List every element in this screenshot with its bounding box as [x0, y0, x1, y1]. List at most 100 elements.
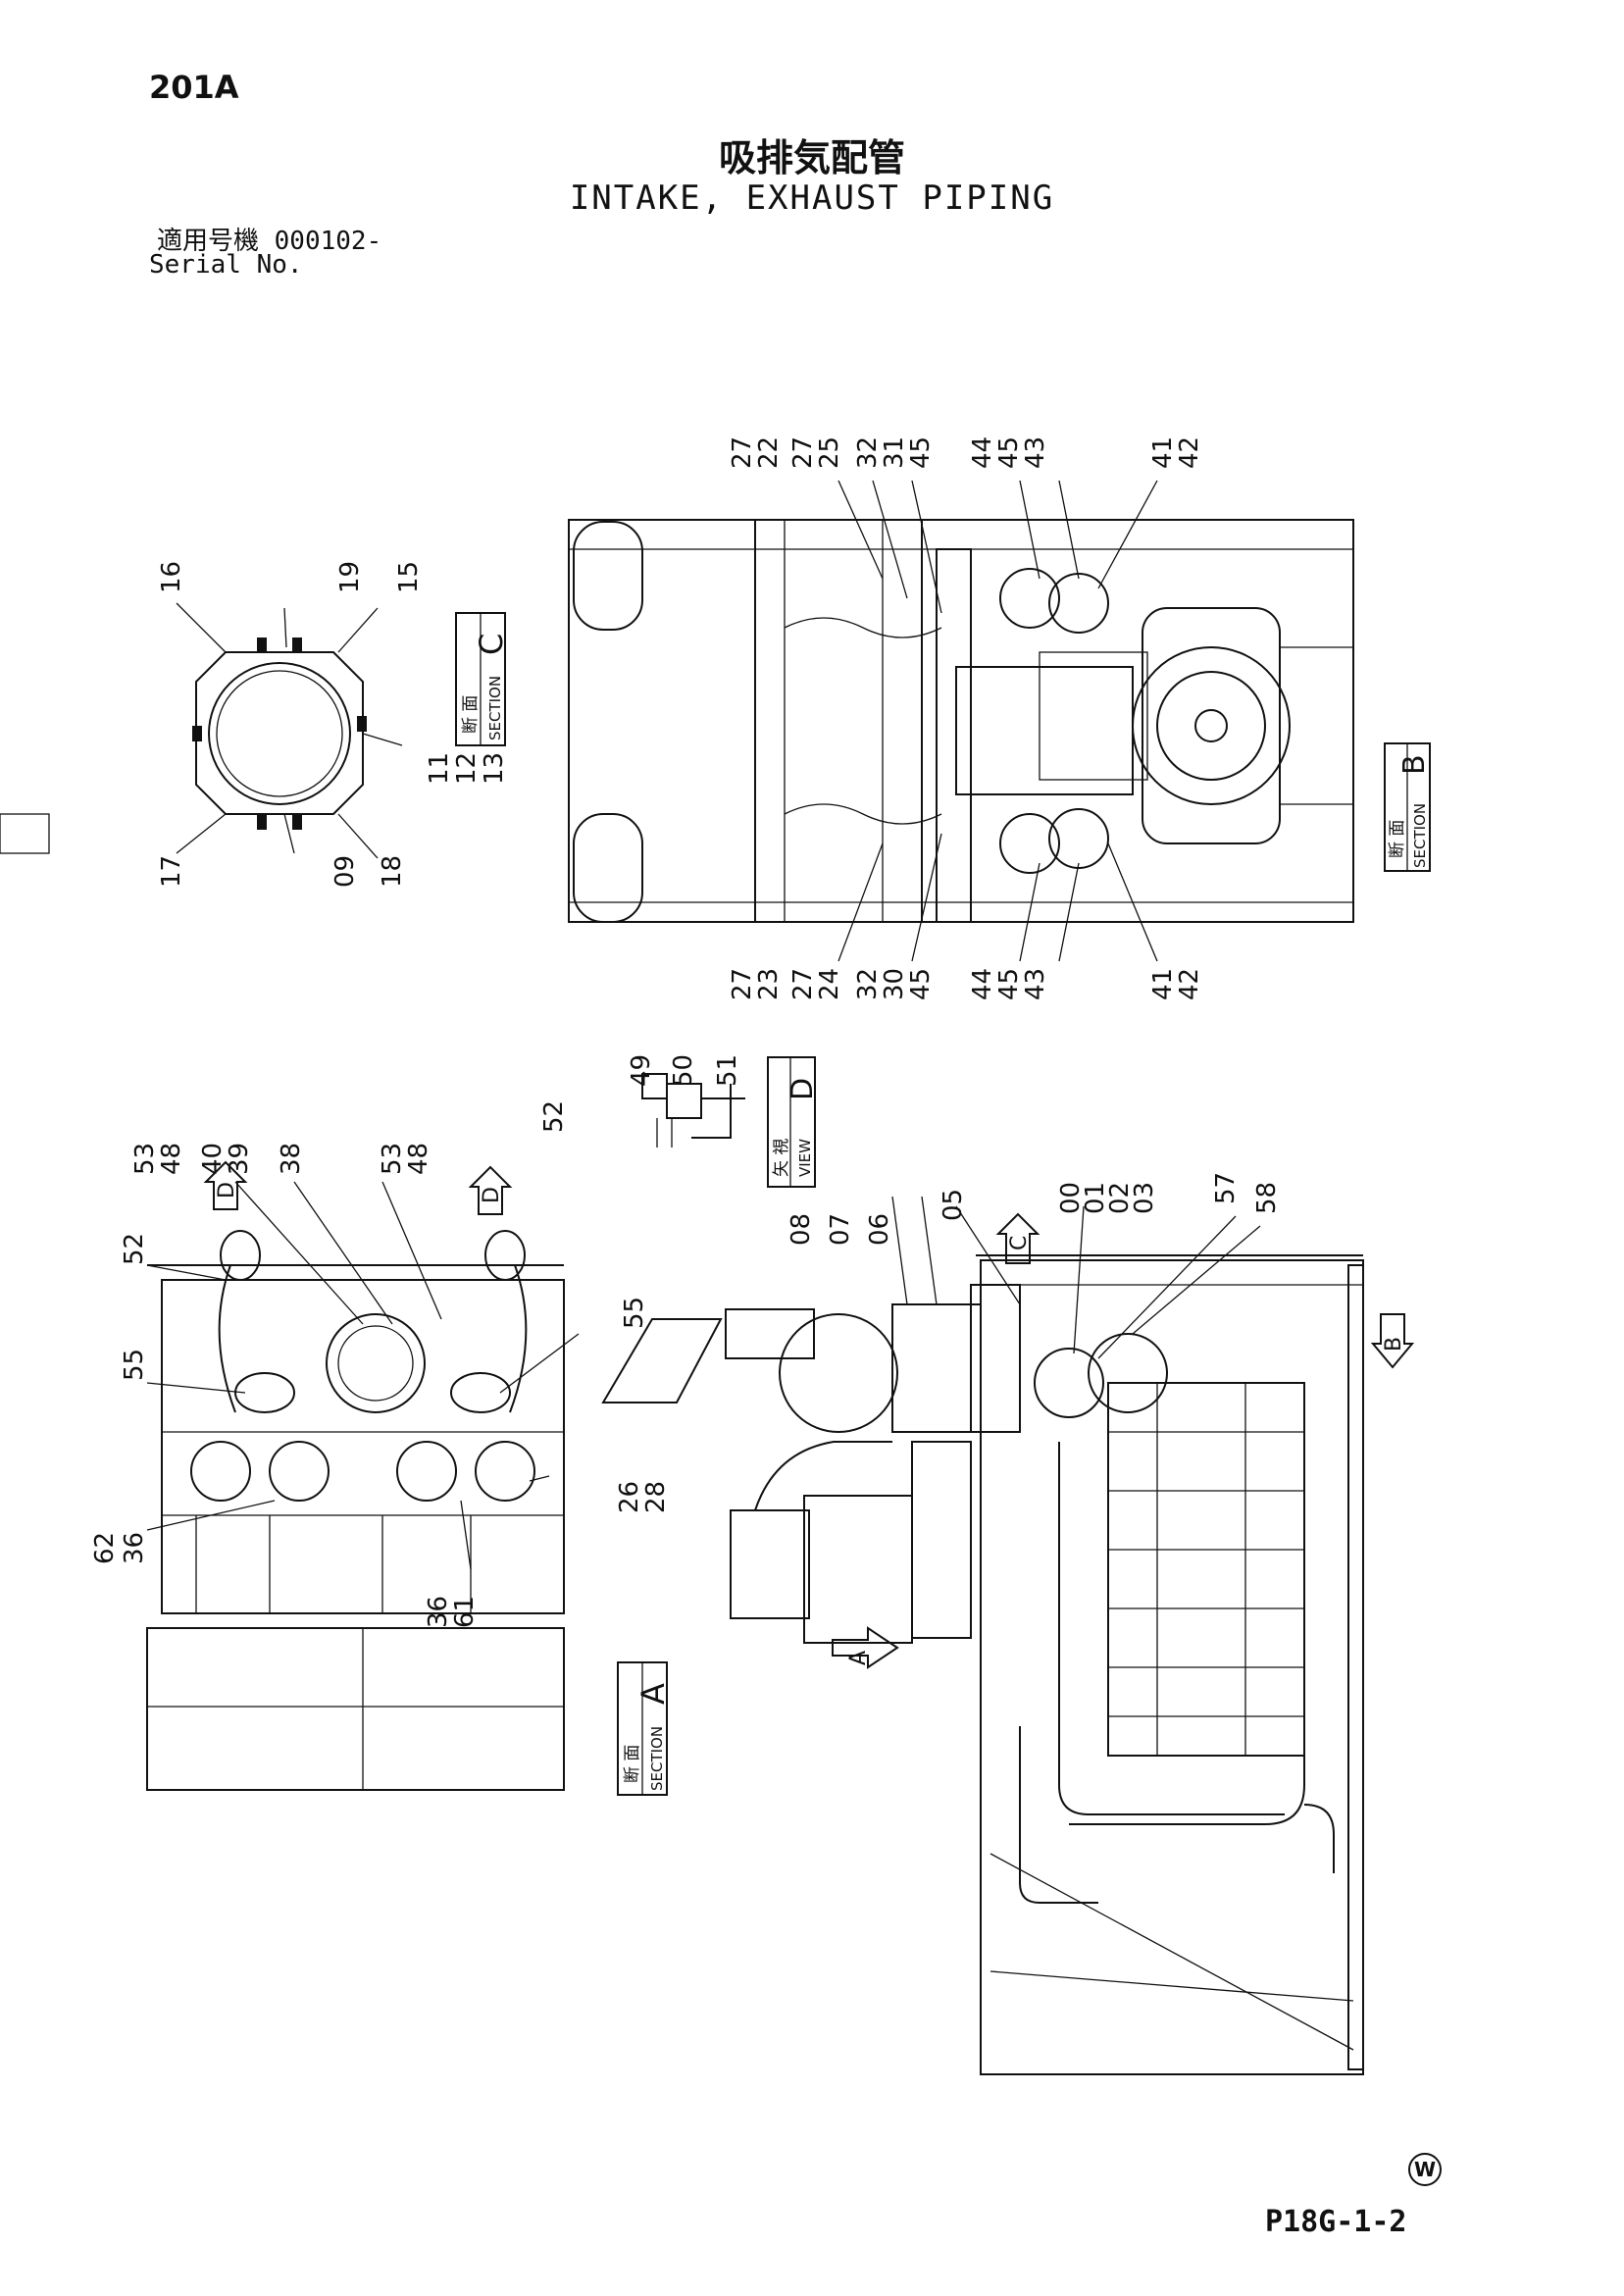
section-b-letter: B — [1397, 754, 1432, 775]
view-d-label: 矢 視 VIEW D — [767, 1056, 820, 1188]
callout: 43 — [1021, 968, 1050, 1000]
arrow-d2: D — [468, 1165, 513, 1215]
callout: 52 — [539, 1100, 569, 1133]
section-c-drawing — [176, 602, 403, 859]
callout: 27 — [788, 968, 818, 1000]
arrow-a-letter: A — [846, 1651, 871, 1665]
arrow-d2-letter: D — [480, 1187, 504, 1203]
arrow-d1-letter: D — [215, 1182, 239, 1199]
arrow-d1: D — [203, 1160, 248, 1210]
callout: 42 — [1175, 968, 1204, 1000]
callout: 39 — [225, 1143, 254, 1175]
view-d-jp: 矢 視 — [772, 1139, 791, 1177]
arrow-a: A — [832, 1626, 899, 1669]
callout: 61 — [450, 1596, 480, 1628]
callout: 27 — [788, 436, 818, 469]
section-b-jp: 断 面 — [1388, 820, 1407, 858]
callout: 44 — [968, 968, 997, 1000]
arrow-c-letter: C — [1007, 1236, 1032, 1250]
callout: 31 — [880, 436, 909, 469]
section-a-letter: A — [634, 1683, 672, 1705]
callouts-top-upper: 27 22 27 25 32 31 45 44 45 43 41 42 — [728, 436, 1204, 469]
callout: 41 — [1148, 436, 1178, 469]
callout: 27 — [728, 436, 757, 469]
callout: 02 — [1105, 1182, 1135, 1214]
watermark-w-icon: W — [1408, 2153, 1442, 2186]
callout: 17 — [157, 855, 186, 888]
section-c-letter: C — [473, 634, 510, 655]
arrow-b-letter: B — [1382, 1337, 1406, 1352]
callout: 53 — [130, 1143, 160, 1175]
callout: 26 — [615, 1481, 644, 1513]
callout: 32 — [853, 436, 883, 469]
callout: 55 — [120, 1349, 149, 1381]
callout: 36 — [424, 1596, 453, 1628]
callout: 45 — [906, 968, 936, 1000]
callout: 24 — [815, 968, 844, 1000]
callout: 41 — [1148, 968, 1178, 1000]
callout: 51 — [713, 1054, 742, 1087]
callouts-circle-view: 16 19 15 11 12 13 17 09 18 — [157, 561, 509, 888]
callout: 06 — [865, 1213, 894, 1246]
callout: 03 — [1130, 1182, 1159, 1214]
callout: 22 — [754, 436, 784, 469]
callout: 50 — [669, 1054, 698, 1087]
section-c-label: 断 面 SECTION C — [455, 612, 510, 746]
section-a-en: SECTION — [648, 1726, 666, 1791]
callout: 44 — [968, 436, 997, 469]
callout: 48 — [157, 1143, 186, 1175]
section-c-jp: 断 面 — [461, 695, 481, 734]
callout: 45 — [994, 968, 1024, 1000]
callout: 62 — [90, 1532, 120, 1564]
callout: 19 — [335, 561, 365, 593]
page-number: P18G-1-2 — [1265, 2205, 1407, 2239]
callout: 15 — [394, 561, 424, 593]
section-c-en: SECTION — [486, 676, 504, 740]
callout: 01 — [1081, 1182, 1110, 1214]
callout: 40 — [198, 1143, 228, 1175]
callout: 58 — [1252, 1182, 1282, 1214]
arrow-b: B — [1370, 1313, 1415, 1369]
title-english: INTAKE, EXHAUST PIPING — [569, 179, 1055, 218]
callout: 13 — [480, 752, 509, 785]
view-d-letter: D — [786, 1078, 820, 1100]
page-code: 201A — [149, 69, 239, 106]
callout: 48 — [404, 1143, 433, 1175]
callouts-right-view: 08 07 06 05 00 01 02 03 57 58 — [787, 1172, 1282, 1246]
callout: 36 — [120, 1532, 149, 1564]
section-a-jp: 断 面 — [623, 1745, 642, 1783]
serial-applicable: 適用号機 000102- — [157, 227, 382, 256]
callout: 30 — [880, 968, 909, 1000]
callout: 49 — [627, 1054, 656, 1087]
view-d-en: VIEW — [796, 1139, 814, 1177]
callout: 00 — [1056, 1182, 1086, 1214]
serial-label: Serial No. — [149, 250, 303, 280]
callout: 18 — [378, 855, 407, 888]
callout: 42 — [1175, 436, 1204, 469]
callout: 57 — [1211, 1172, 1241, 1204]
callout: 27 — [728, 968, 757, 1000]
callouts-left-view: 53 48 40 39 38 53 48 52 52 55 55 62 36 3… — [90, 1100, 671, 1628]
callout: 43 — [1021, 436, 1050, 469]
title-japanese: 吸排気配管 — [718, 136, 905, 179]
callout: 52 — [120, 1233, 149, 1265]
callout: 07 — [826, 1213, 855, 1246]
section-b-label: 断 面 SECTION B — [1384, 742, 1432, 872]
callout: 23 — [754, 968, 784, 1000]
callout: 12 — [452, 752, 482, 785]
callout: 28 — [641, 1481, 671, 1513]
callout: 11 — [425, 752, 454, 785]
callout: 32 — [853, 968, 883, 1000]
callout: 09 — [330, 855, 360, 888]
arrow-c: C — [995, 1212, 1040, 1264]
left-view-drawing — [146, 1181, 580, 1791]
callouts-top-lower: 27 23 27 24 32 30 45 44 45 43 41 42 — [728, 968, 1204, 1000]
callouts-view-d: 49 50 51 — [627, 1054, 742, 1087]
right-view-drawing — [601, 1196, 1364, 2075]
view-d-drawing — [641, 1073, 745, 1148]
callout: 08 — [787, 1213, 816, 1246]
callout: 55 — [620, 1297, 649, 1329]
callout: 53 — [378, 1143, 407, 1175]
top-view-drawing — [0, 480, 1354, 962]
